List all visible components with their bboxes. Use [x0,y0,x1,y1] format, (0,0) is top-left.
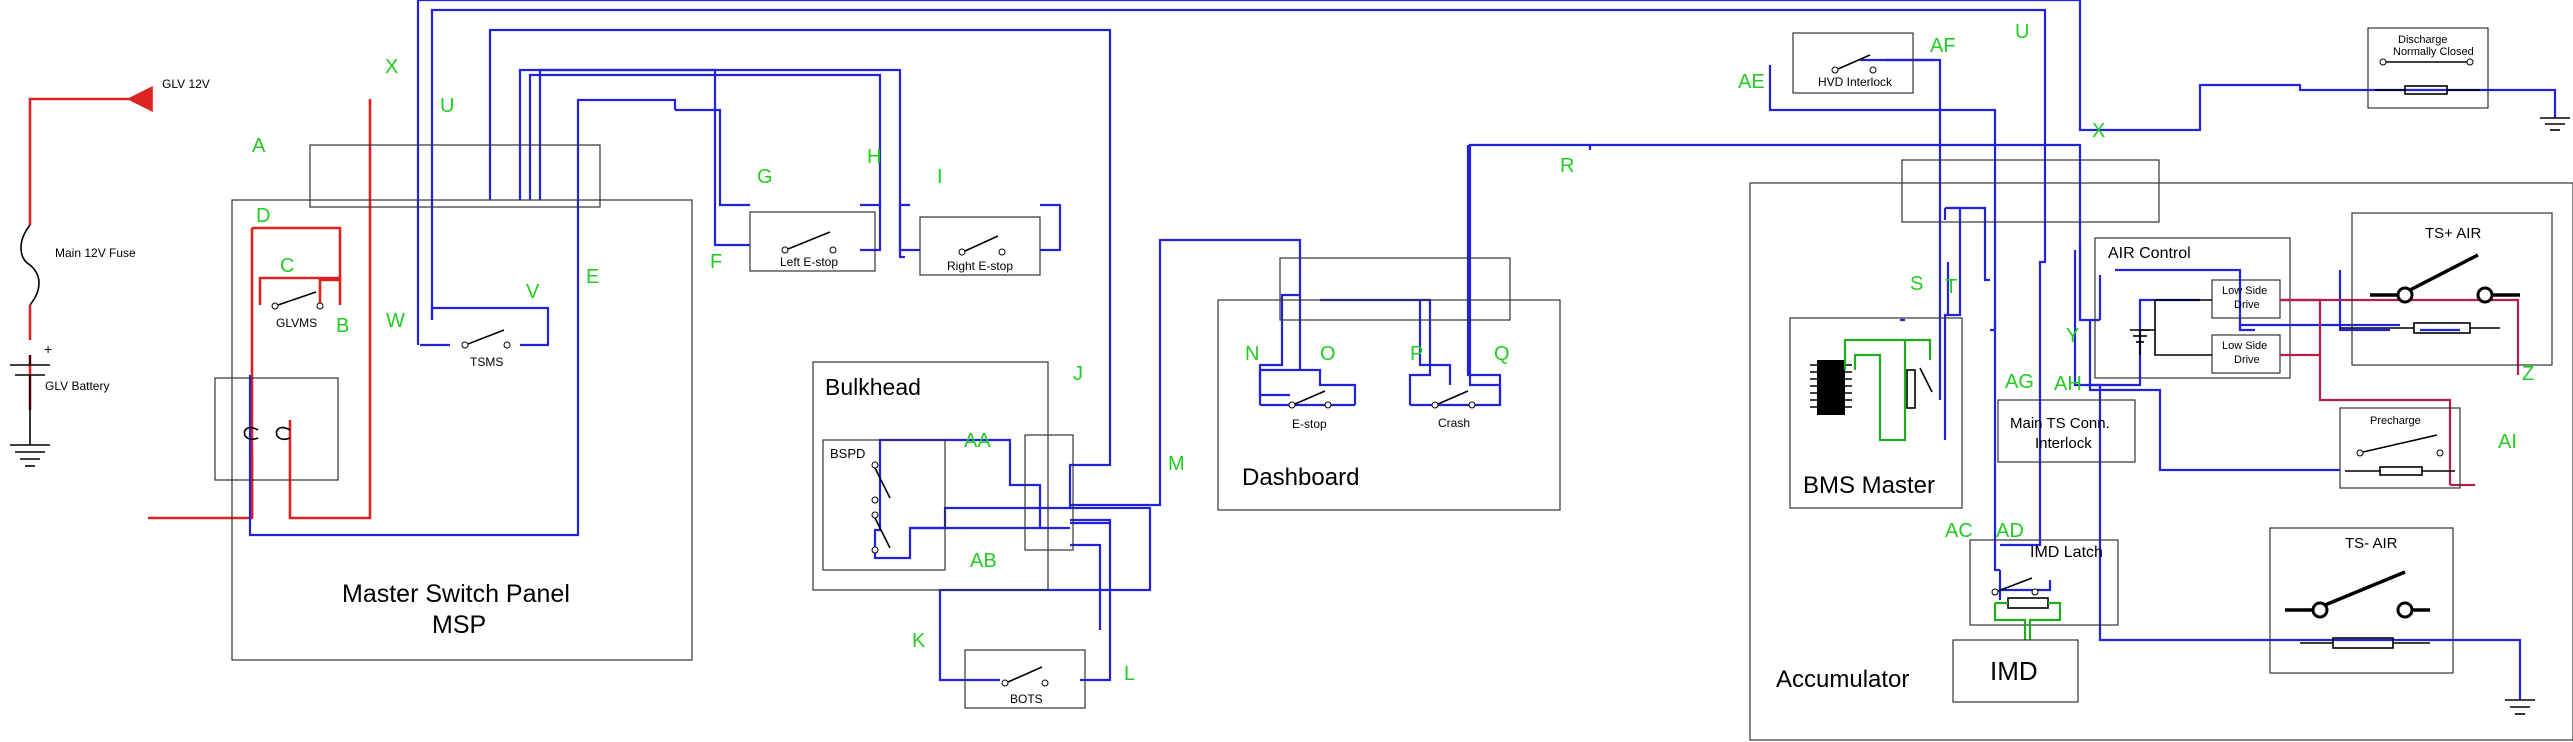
wire-label-x1: X [385,56,398,78]
wire-label-ad: AD [1996,520,2024,542]
wire-label-v: V [526,281,540,303]
lsd1-line2: Drive [2234,299,2260,311]
bspd-label: BSPD [830,446,865,461]
bots-label: BOTS [1010,692,1043,706]
air-control: AIR Control Low Side Drive Low Side Driv… [2094,237,2520,487]
glv-power-wiring [28,86,372,520]
tsms-label: TSMS [470,355,503,369]
wire-label-u1: U [440,95,454,117]
dashboard-title: Dashboard [1242,464,1359,491]
bms-master: BMS Master [1789,317,1963,509]
imd-box: IMD [1952,639,2079,703]
wire-label-d: D [256,205,270,227]
wire-label-o: O [1320,343,1336,365]
glv-source: GLV 12V Main 12V Fuse + GLV Battery [10,77,210,467]
dashboard-panel: Dashboard E-stop Crash [1217,257,1561,511]
bms-master-title: BMS Master [1803,472,1935,499]
wire-label-u2: U [2015,21,2029,43]
wire-label-q: Q [1494,343,1510,365]
discharge-line2: Normally Closed [2393,46,2474,58]
wire-label-g: G [757,166,773,188]
discharge-line1: Discharge [2398,34,2448,46]
discharge-relay: Discharge Normally Closed [2367,27,2570,131]
glvms-switch: GLVMS [271,291,324,330]
wire-label-p: P [1410,343,1423,365]
wire-label-b: B [336,315,349,337]
wire-label-ai: AI [2498,431,2517,453]
wire-label-ag: AG [2005,371,2034,393]
wire-label-s: S [1910,273,1923,295]
wire-label-ac: AC [1945,520,1973,542]
wire-label-aa: AA [964,430,991,452]
shutdown-loop-wiring [248,0,2557,700]
left-estop: Left E-stop [749,211,876,272]
glv-battery-label: GLV Battery [45,379,109,393]
precharge-label: Precharge [2370,415,2421,427]
accumulator-enclosure: Accumulator [1749,159,2573,741]
left-estop-label: Left E-stop [780,255,838,269]
main-ts-interlock: Main TS Conn. Interlock [1997,399,2136,463]
wire-label-t: T [1945,276,1957,298]
wire-label-x2: X [2092,120,2105,142]
wire-label-m: M [1168,453,1185,475]
glvms-label: GLVMS [276,316,317,330]
wire-label-r: R [1560,155,1574,177]
msp-title-line1: Master Switch Panel [342,580,570,608]
precharge-relay: Precharge [2339,407,2461,489]
wire-label-j: J [1073,363,1083,385]
wire-label-n: N [1245,343,1259,365]
accumulator-title: Accumulator [1776,666,1909,693]
wire-label-l: L [1124,663,1135,685]
wire-label-w: W [386,310,405,332]
wire-label-y: Y [2066,325,2079,347]
lsd1-line1: Low Side [2222,285,2267,297]
lsd2-line2: Drive [2234,354,2260,366]
hvd-interlock-label: HVD Interlock [1818,75,1893,89]
ts-minus-air: TS- AIR [2269,527,2535,715]
wire-label-k: K [912,630,926,652]
crash-label: Crash [1438,416,1470,430]
imd-title: IMD [1990,656,2038,686]
wire-label-i: I [937,166,943,188]
tsms-switch: TSMS [461,329,511,369]
imd-latch: IMD Latch [1969,539,2119,640]
msp-title-line2: MSP [432,611,486,639]
wire-label-z: Z [2522,363,2534,385]
wire-label-ab: AB [970,550,997,572]
glv-12v-label: GLV 12V [162,77,210,91]
lsd2-line1: Low Side [2222,340,2267,352]
wire-label-af: AF [1930,35,1956,57]
wire-label-h: H [867,146,881,168]
main-ts-line1: Main TS Conn. [2010,415,2110,432]
ts-plus-air-label: TS+ AIR [2425,225,2481,242]
wire-label-f: F [710,251,722,273]
master-switch-panel: Master Switch Panel MSP [214,144,693,661]
wire-label-ae: AE [1738,71,1765,93]
bulkhead-panel: Bulkhead BSPD [812,361,1074,591]
battery-plus-sign: + [44,341,52,357]
bulkhead-title: Bulkhead [825,374,921,400]
main-fuse-label: Main 12V Fuse [55,246,136,260]
ts-minus-air-label: TS- AIR [2345,535,2398,552]
wire-label-a: A [252,135,266,157]
imd-latch-title: IMD Latch [2030,544,2103,561]
right-estop: Right E-stop [919,216,1041,276]
ts-plus-air: TS+ AIR [2340,212,2553,366]
air-control-title: AIR Control [2108,245,2191,262]
right-estop-label: Right E-stop [947,259,1013,273]
bots-switch: BOTS [964,649,1086,709]
wire-labels: X A U D C B W V E F G H I J AA AB M K L … [252,21,2534,685]
hvd-interlock: HVD Interlock [1792,32,1914,94]
wire-label-e: E [586,266,599,288]
main-ts-line2: Interlock [2035,435,2092,452]
dash-estop-label: E-stop [1292,417,1327,431]
wire-label-ah: AH [2054,373,2082,395]
wire-label-c: C [280,255,294,277]
